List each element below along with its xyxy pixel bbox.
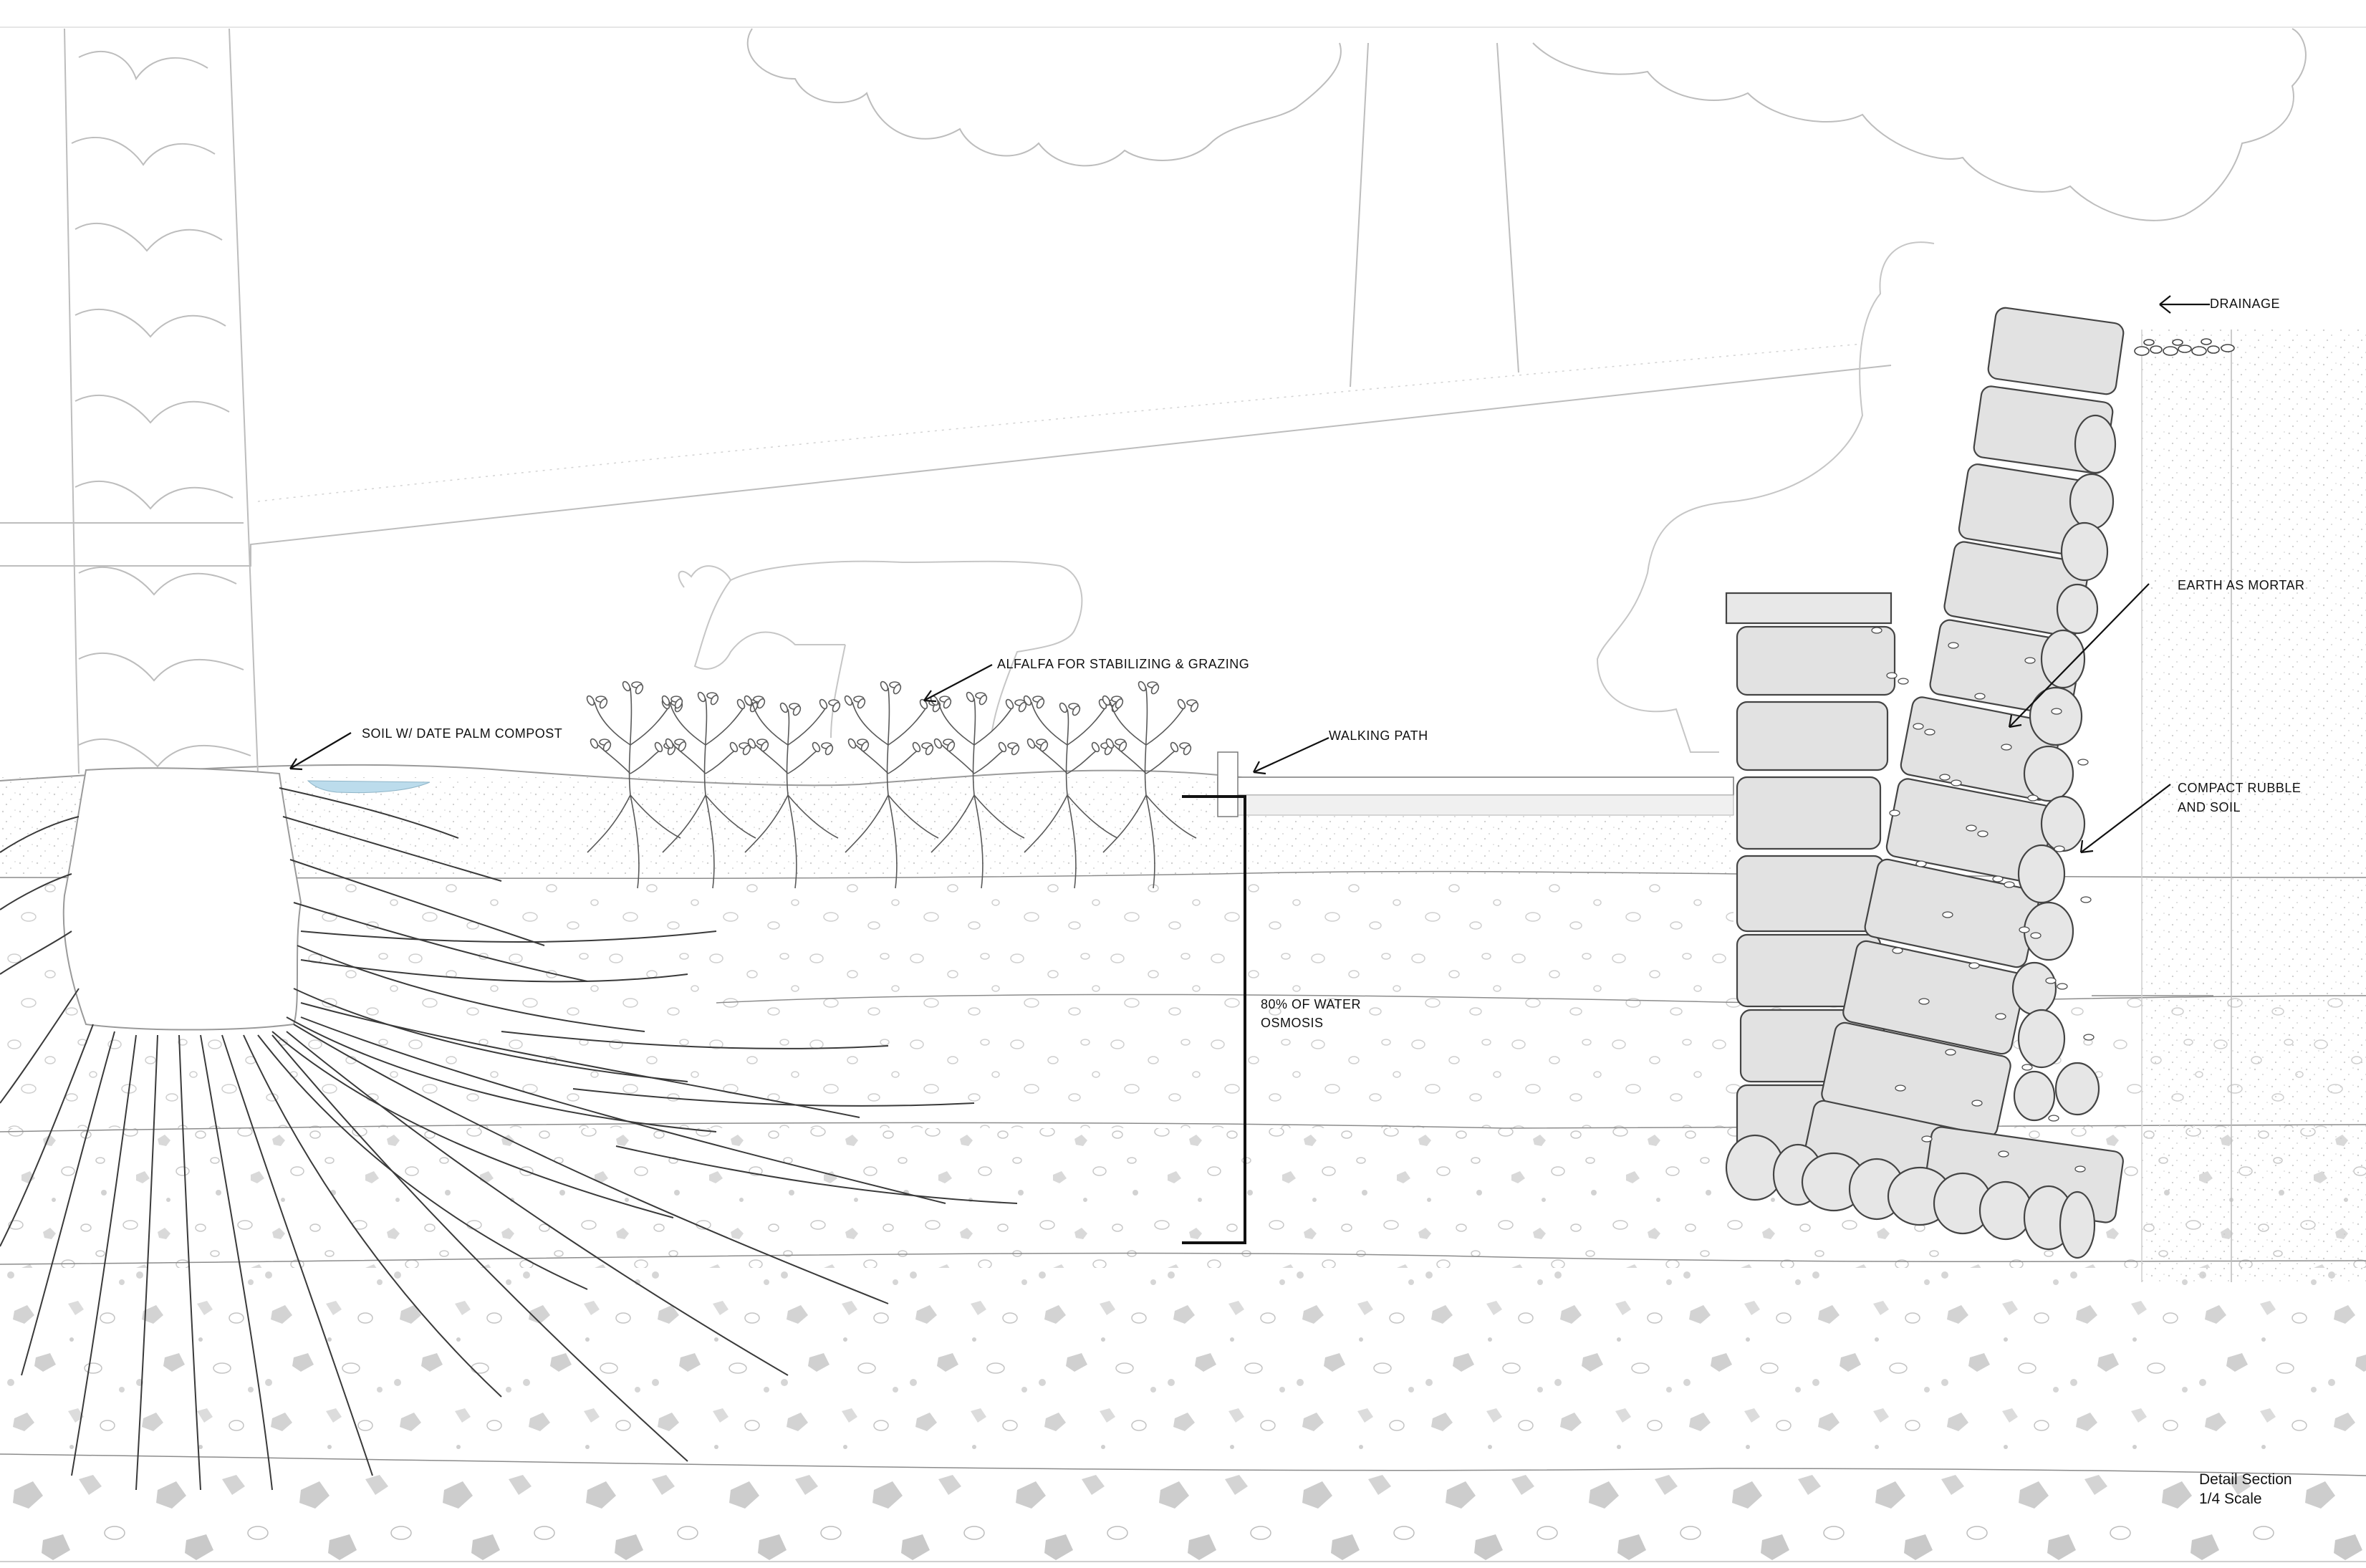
alfalfa-plant (744, 695, 841, 889)
mortar-pebble (1915, 860, 1927, 867)
mortar-pebble (1942, 911, 1953, 918)
mortar-pebble (1974, 693, 1986, 700)
mortar-pebble (1945, 1049, 1956, 1056)
mortar-pebble (2083, 1034, 2095, 1041)
drawing-scale: 1/4 Scale (2199, 1491, 2262, 1507)
wall-stone (1842, 940, 2026, 1055)
mortar-pebble (2080, 896, 2092, 903)
mortar-pebble (1918, 998, 1930, 1005)
compact-rubble-label-line2: AND SOIL (2178, 800, 2241, 814)
mortar-pebble (2077, 759, 2089, 766)
rubble-stone (2069, 473, 2115, 530)
wall-stone (1736, 625, 1896, 696)
rubble-stone (2040, 795, 2086, 852)
mortar-pebble (2051, 708, 2062, 715)
mortar-pebble (1871, 627, 1882, 634)
label-leaders (289, 295, 2210, 854)
mortar-pebble (1948, 642, 1959, 649)
background-ground (0, 343, 1892, 567)
stone-wall (1725, 307, 2125, 1259)
rubble-stone (1978, 1180, 2033, 1241)
date-palm-trunk (64, 28, 259, 774)
palm-roots (0, 787, 1018, 1491)
drainage-gravel (2134, 338, 2235, 356)
rubble-stone (2056, 583, 2099, 635)
root-ball (62, 767, 302, 1031)
mortar-pebble (1895, 1084, 1906, 1092)
earth-as-mortar-label: EARTH AS MORTAR (2178, 578, 2305, 592)
mortar-pebble (2045, 977, 2057, 984)
goat-silhouette (678, 560, 1083, 739)
alfalfa-plant (930, 691, 1027, 889)
rubble-stone (2017, 844, 2066, 904)
rubble-stone (2029, 686, 2083, 746)
water-osmosis-bracket (1182, 795, 1246, 1244)
mortar-pebble (1992, 875, 2004, 882)
drawing-title: Detail Section (2199, 1471, 2292, 1488)
mortar-pebble (2024, 657, 2036, 664)
drainage-label: DRAINAGE (2210, 297, 2281, 311)
wall-stone (1736, 855, 1885, 933)
rubble-stone (2023, 745, 2074, 802)
mortar-pebble (1971, 1100, 1983, 1107)
mortar-pebble (2030, 932, 2042, 939)
walking-path (1217, 751, 1734, 817)
mortar-pebble (2004, 881, 2015, 888)
alfalfa-label: ALFALFA FOR STABILIZING & GRAZING (997, 657, 1250, 671)
water-surface (307, 780, 431, 794)
wall-cap-slab (1725, 592, 1893, 625)
mortar-pebble (1995, 1013, 2006, 1020)
mortar-pebble (1913, 723, 1924, 730)
rubble-stone (2060, 521, 2109, 582)
rubble-stone (2059, 1191, 2096, 1259)
water-osmosis-label-line1: 80% OF WATER (1261, 997, 1362, 1011)
rubble-stone (2017, 1009, 2066, 1069)
rubble-stone (2013, 1070, 2056, 1122)
sitting-figure-silhouette (1596, 241, 1935, 753)
walking-path-label: WALKING PATH (1329, 728, 1428, 743)
mortar-pebble (1924, 728, 1935, 736)
mortar-pebble (2001, 744, 2012, 751)
background-tree (746, 28, 2307, 388)
compact-rubble-label-line1: COMPACT RUBBLE (2178, 781, 2302, 795)
soil-compost-label: SOIL W/ DATE PALM COMPOST (362, 726, 563, 741)
mortar-pebble (1921, 1135, 1933, 1143)
mortar-pebble (2054, 845, 2065, 852)
backfill-column (2141, 330, 2366, 1282)
mortar-pebble (1968, 962, 1980, 969)
water-osmosis-label-line2: OSMOSIS (1261, 1016, 1324, 1030)
mortar-pebble (1892, 947, 1903, 954)
rubble-stone (2023, 901, 2074, 961)
wall-stone (1736, 701, 1889, 771)
mortar-pebble (2019, 926, 2030, 933)
rubble-stone (2074, 414, 2117, 474)
mortar-pebble (1951, 779, 1962, 787)
mortar-pebble (1898, 678, 1909, 685)
mortar-pebble (2021, 1064, 2033, 1071)
rubble-stone (2011, 961, 2057, 1016)
mortar-pebble (1889, 809, 1900, 817)
wall-stone (1987, 307, 2125, 395)
rubble-stone (2040, 629, 2086, 689)
mortar-pebble (1966, 824, 1977, 832)
mortar-pebble (1886, 672, 1898, 679)
mortar-pebble (1939, 774, 1951, 781)
mortar-pebble (2074, 1165, 2086, 1173)
mortar-pebble (2057, 983, 2068, 990)
alfalfa-plant (1102, 680, 1199, 889)
mortar-pebble (1998, 1150, 2009, 1158)
mortar-pebble (2048, 1115, 2059, 1122)
wall-stone (1736, 776, 1882, 850)
mortar-pebble (2027, 794, 2039, 802)
rubble-stone (2054, 1062, 2100, 1116)
mortar-pebble (1977, 830, 1989, 837)
